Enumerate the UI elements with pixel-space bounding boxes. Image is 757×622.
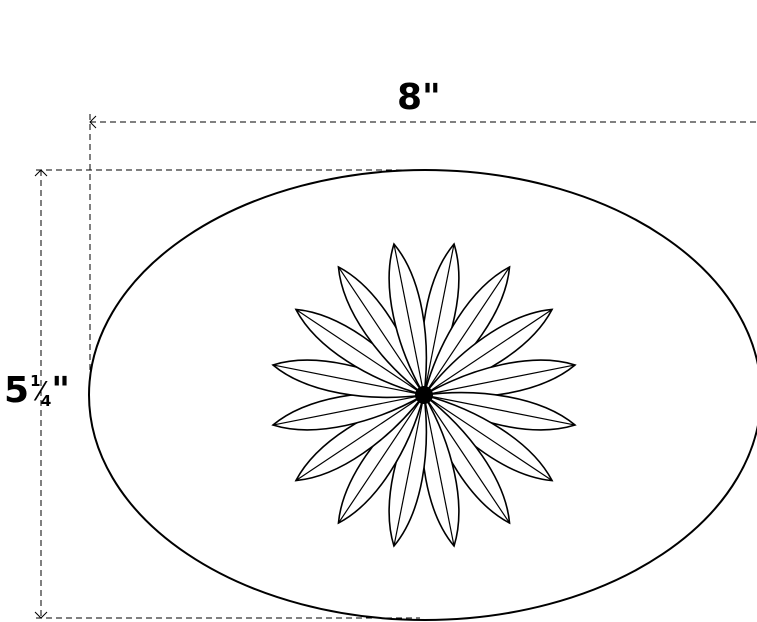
width-dimension (89, 114, 757, 372)
petal-vein (337, 266, 425, 396)
oval-outline (88, 169, 757, 621)
height-fraction-denominator: 4 (40, 392, 52, 410)
petal-vein (337, 394, 425, 524)
height-whole: 5 (4, 370, 30, 411)
petal-vein (423, 266, 511, 396)
petal-vein (393, 243, 425, 396)
petal-vein (423, 308, 553, 396)
flower-center (415, 386, 433, 404)
height-label: 51⁄4" (4, 373, 70, 409)
petal-vein (423, 243, 455, 396)
width-label: 8" (397, 77, 441, 118)
petal-vein (272, 364, 425, 396)
petal-vein (423, 394, 576, 426)
petal-vein (393, 394, 425, 547)
height-arrow-bottom (34, 611, 48, 619)
petal-vein (423, 394, 455, 547)
petal-vein (423, 394, 553, 482)
height-quote: " (51, 370, 71, 411)
petal-vein (295, 394, 425, 482)
petal-vein (423, 364, 576, 396)
height-arrow-top (34, 169, 48, 177)
petal-vein (423, 394, 511, 524)
height-fraction-numerator: 1 (30, 372, 41, 390)
height-fraction-slash: ⁄ (38, 377, 43, 407)
petal-vein (272, 394, 425, 426)
petal-vein (295, 308, 425, 396)
height-dimension (34, 169, 420, 619)
flower-motif (271, 242, 577, 548)
width-arrow-left (89, 115, 97, 129)
petal (388, 242, 428, 398)
